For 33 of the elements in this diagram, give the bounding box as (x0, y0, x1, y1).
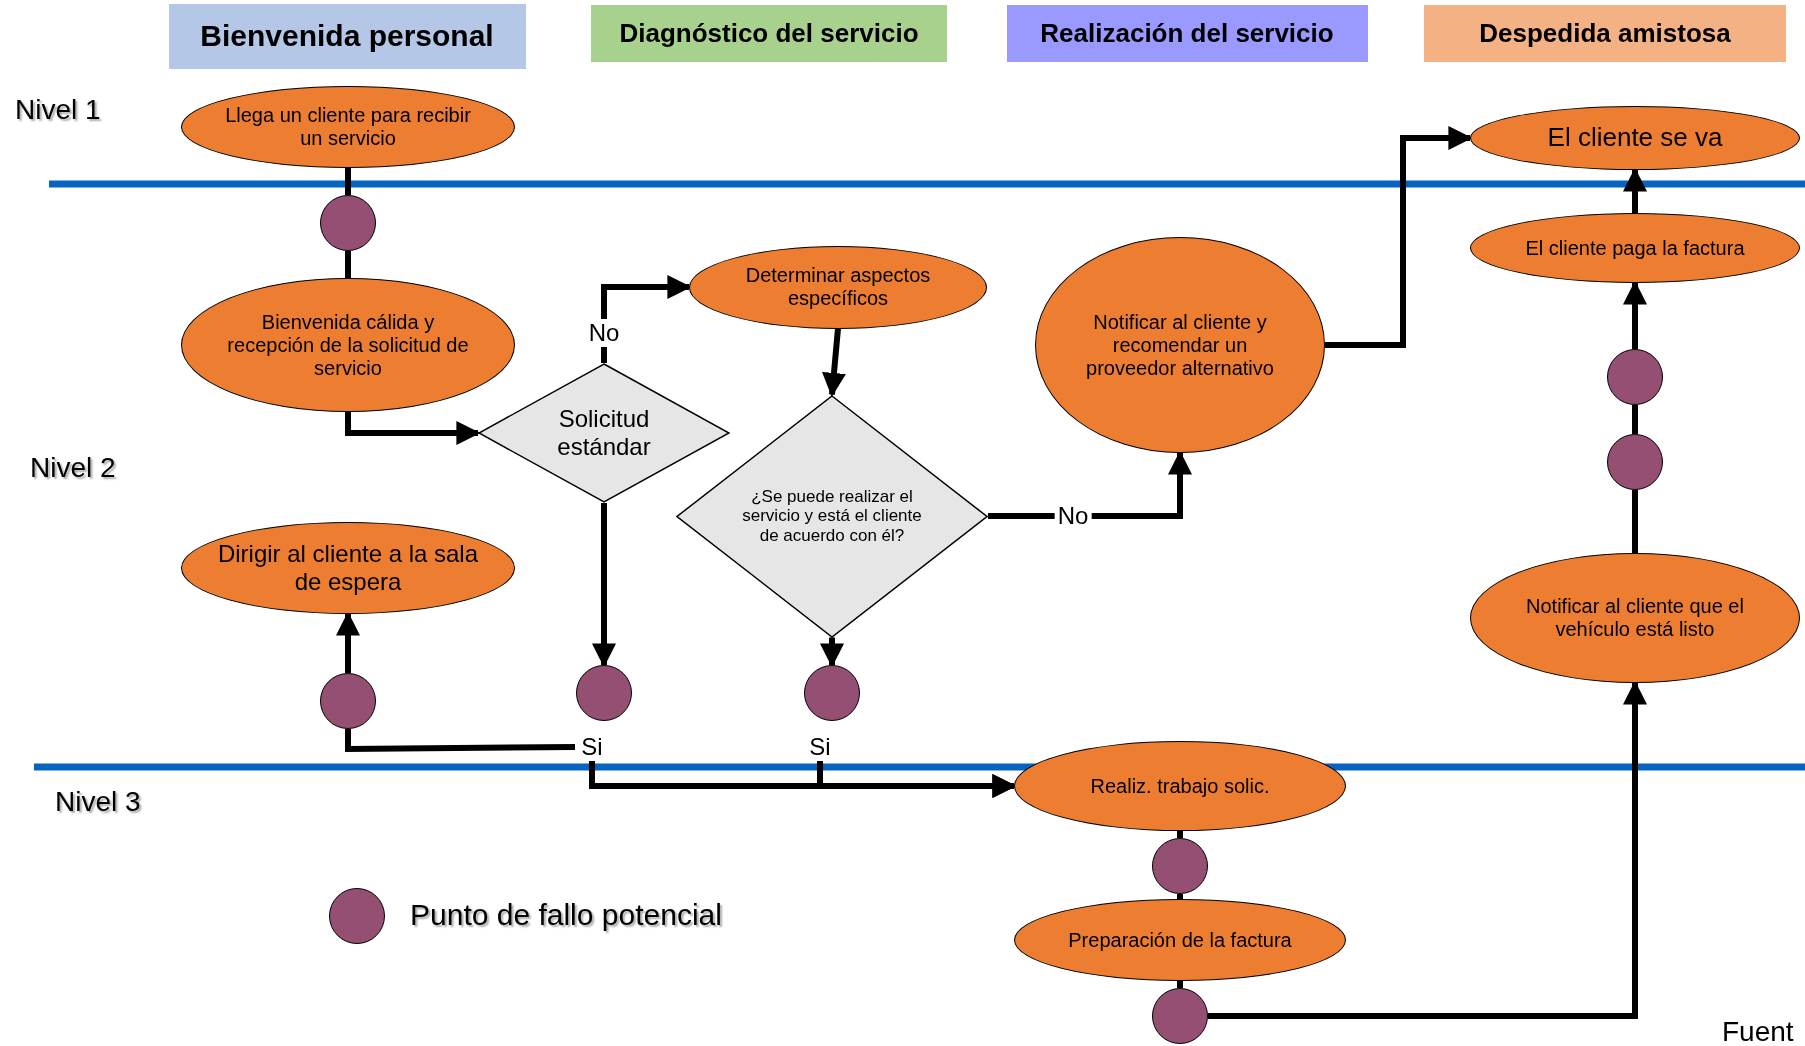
failure-point-circle (1152, 988, 1208, 1044)
failure-point-circle (1607, 434, 1663, 490)
node-text: Notificar al cliente que el vehículo está listo (1525, 595, 1745, 641)
source-note: Fuent (1722, 1016, 1794, 1046)
node-text: Dirigir al cliente a la sala de espera (216, 540, 480, 596)
node-text: Realiz. trabajo solic. (1090, 774, 1270, 798)
lane-header: Bienvenida personal (168, 3, 526, 69)
node-text: Bienvenida cálida y recepción de la solicitud de servicio (226, 310, 470, 380)
branch-label: Si (581, 733, 603, 761)
level-label: Nivel 1 (15, 94, 101, 126)
node-text: El cliente paga la factura (1525, 236, 1745, 260)
node-text: El cliente se va (1547, 123, 1723, 153)
legend-text: Punto de fallo potencial (410, 898, 722, 932)
branch-label: Si (809, 733, 831, 761)
failure-point-circle (576, 665, 632, 721)
failure-point-circle (1152, 838, 1208, 894)
failure-point-circle (320, 195, 376, 251)
connector-arrow (822, 328, 846, 397)
lane-header: Realización del servicio (1006, 4, 1368, 62)
level-label: Nivel 3 (55, 786, 141, 818)
level-label: Nivel 2 (30, 452, 116, 484)
node-text: Preparación de la factura (1068, 928, 1292, 952)
node-text: Llega un cliente para recibir un servicio (224, 104, 472, 150)
failure-point-circle (320, 673, 376, 729)
lane-header: Despedida amistosa (1424, 4, 1786, 62)
node-text: Solicitud estándar (556, 405, 652, 461)
lane-header: Diagnóstico del servicio (591, 4, 947, 62)
node-text: Determinar aspectos específicos (744, 264, 932, 310)
failure-point-circle (1607, 349, 1663, 405)
node-text: ¿Se puede realizar el servicio y está el cliente de acuerdo con él? (741, 486, 923, 546)
failure-point-circle (804, 665, 860, 721)
connector-arrow (345, 412, 481, 445)
node-text: Notificar al cliente y recomendar un proveedor alternativo (1085, 310, 1275, 380)
